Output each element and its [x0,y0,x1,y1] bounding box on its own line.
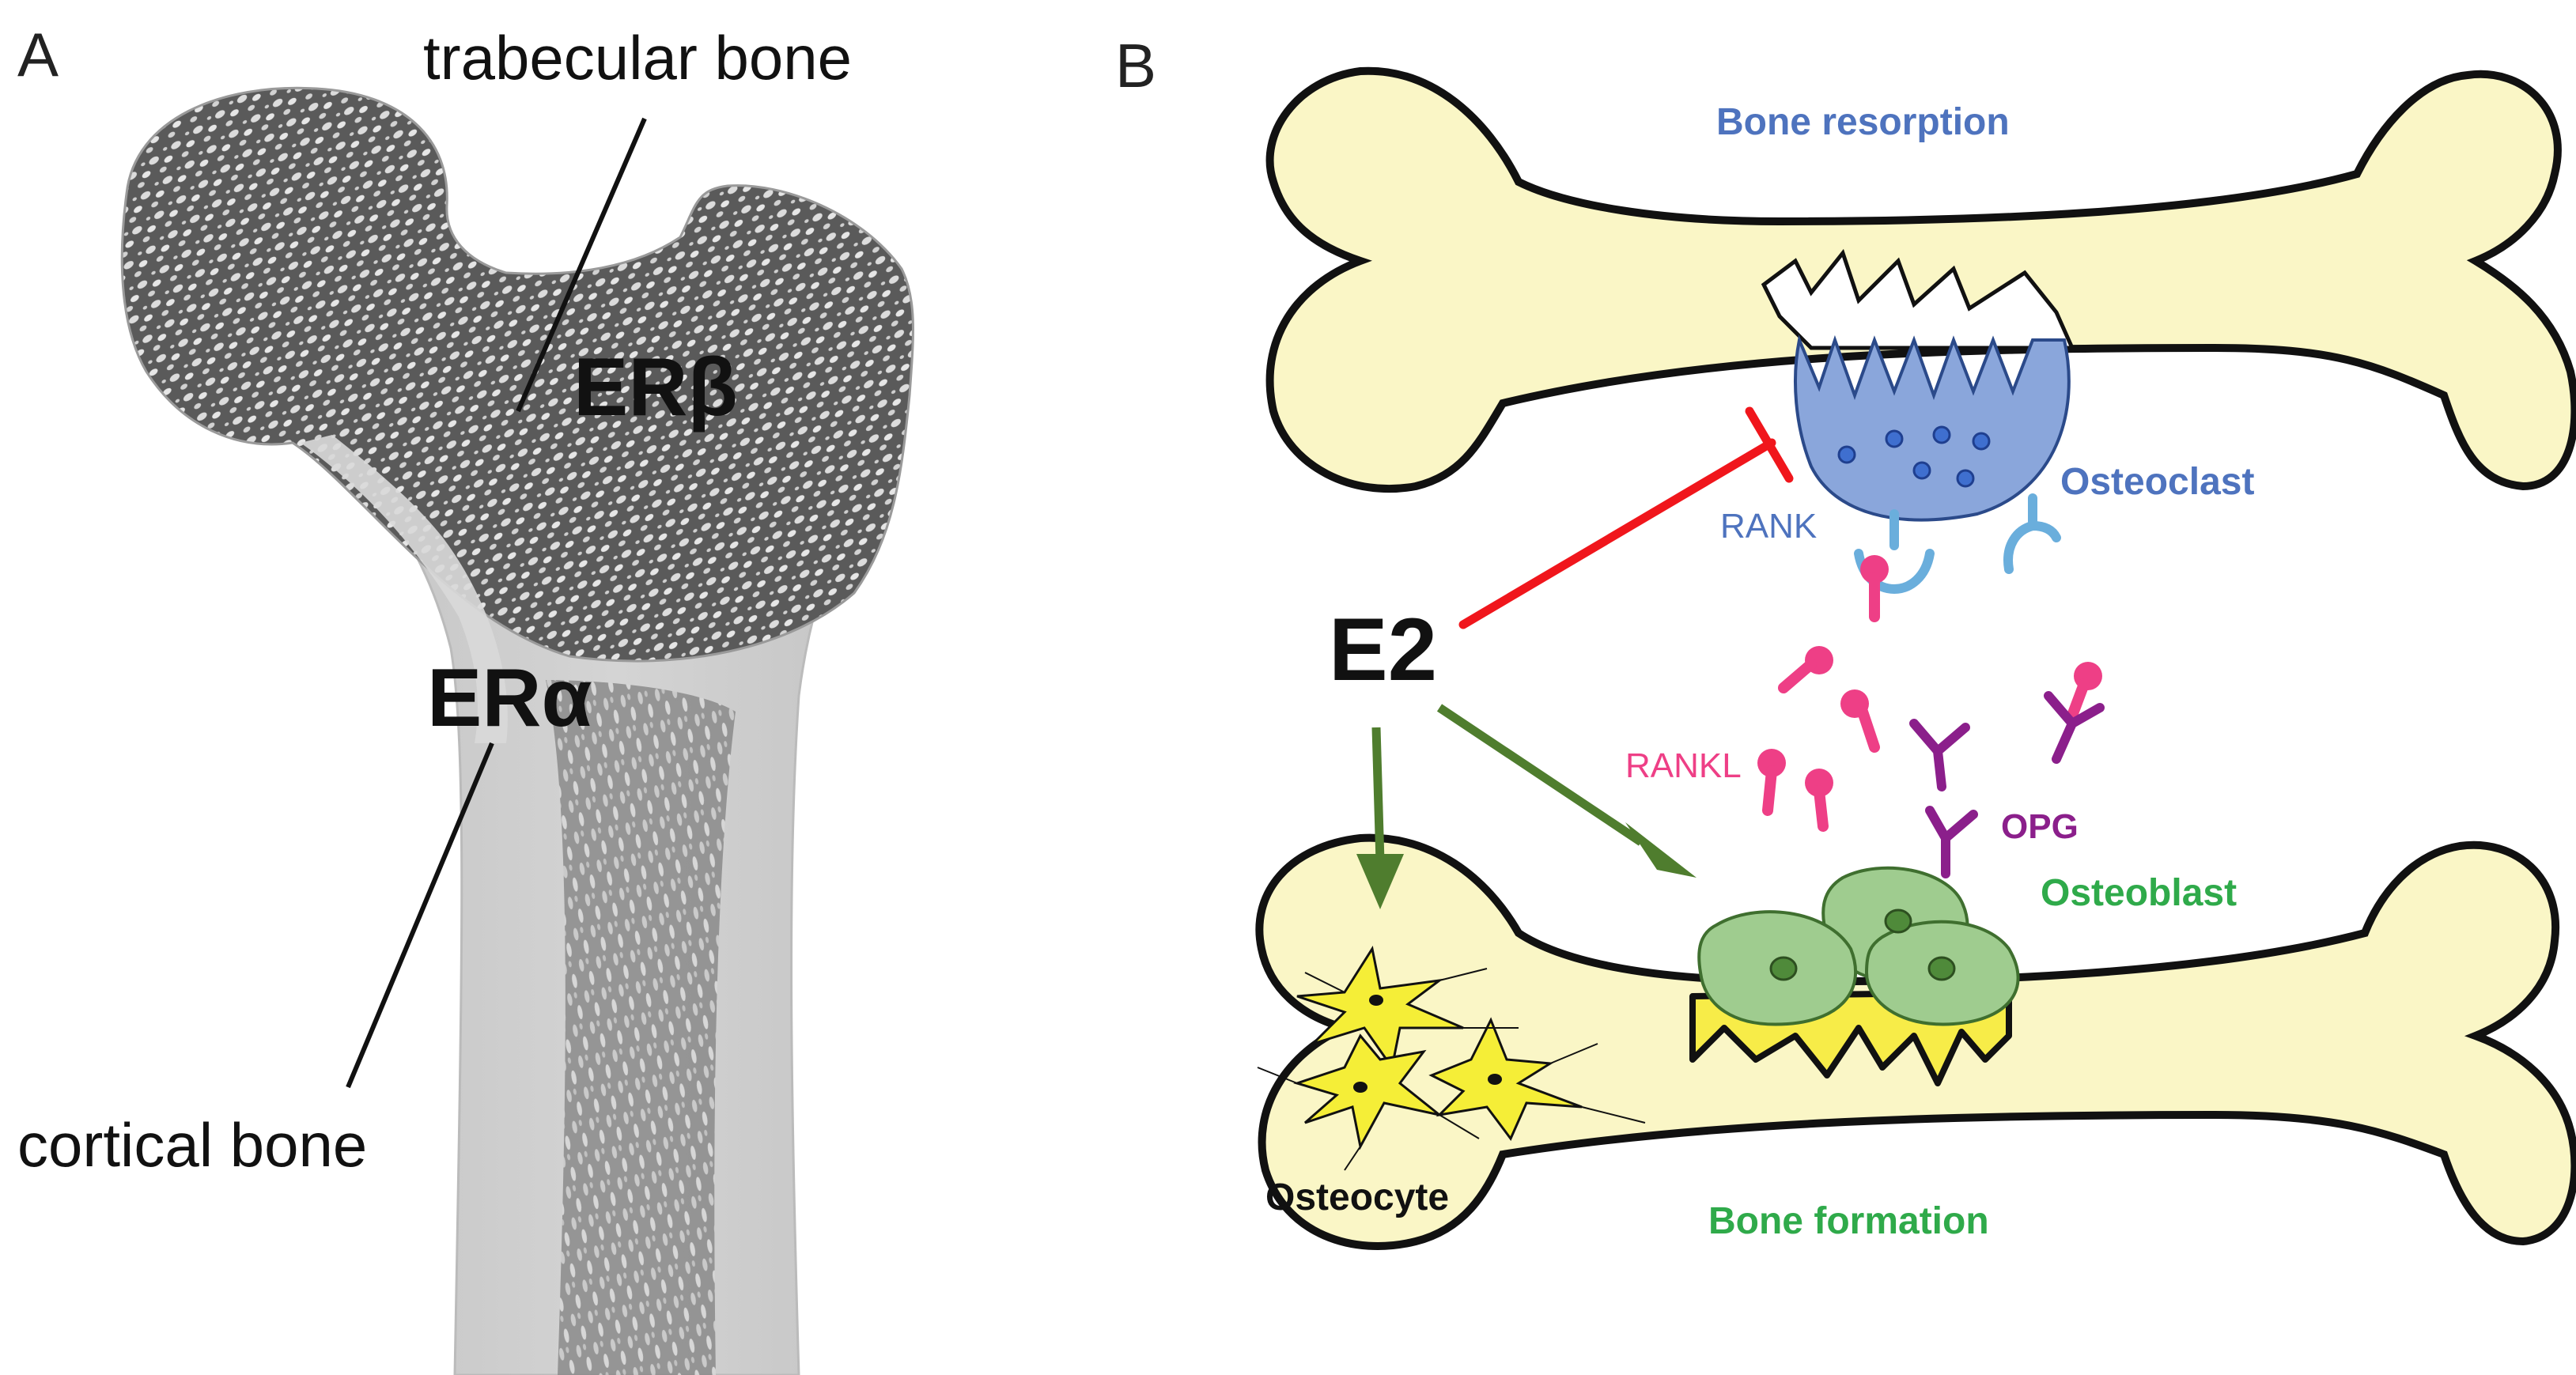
osteoblast-nucleus [1884,908,1912,934]
rankl-molecule [1778,646,1833,693]
arrow-to-osteocyte [1371,727,1385,863]
bone-resorption-label: Bone resorption [1716,101,2010,143]
rankl-molecule [1757,749,1786,816]
resorption-pit [1761,248,2075,350]
femur-medullary-region [546,680,736,1375]
panel-a-letter: A [17,20,59,89]
femur-image [120,86,914,1375]
opg-label: OPG [2001,807,2079,846]
osteocyte-nucleus [1369,995,1383,1006]
osteoclast-cell [1794,334,2071,522]
osteoclast-nucleus [1912,461,1931,480]
osteoblast-label: Osteoblast [2041,872,2237,914]
panel-a: A trabecular bone cortical bone ERβ ERα [17,20,914,1375]
arrowhead-osteoblast [1625,822,1697,878]
e2-inhibits-osteoclast [1458,406,1794,629]
trabecular-bone-label: trabecular bone [423,23,852,93]
osteoclast-nucleus [1837,445,1856,464]
arrow-to-osteoblast [1436,704,1644,846]
opg-molecule [1925,806,1978,878]
rankl-ligands [1757,555,2102,832]
osteoclast-nucleus [1956,469,1975,488]
trabecular-leader-line [516,117,647,413]
bone-formation-label: Bone formation [1708,1200,1989,1242]
cortical-leader-line [346,742,494,1089]
opg-molecule [2044,691,2105,764]
opg-molecule [1909,719,1970,791]
er-alpha-label: ERα [427,652,592,744]
rankl-molecule [1840,689,1880,753]
osteocyte-process [1257,968,1646,1171]
rank-receptor [2003,493,2061,574]
osteocyte-nucleus [1488,1074,1502,1085]
osteoclast-nucleus [1932,425,1951,444]
osteocyte-label: Osteocyte [1265,1177,1449,1218]
opg-molecules [1909,691,2105,878]
osteoblast-nucleus [1927,956,1956,981]
osteoclast-nucleus [1972,432,1991,451]
arrowhead-osteocyte [1356,854,1404,909]
osteoclast-nucleus [1885,429,1904,448]
panel-b-letter: B [1115,31,1156,100]
osteocyte-nucleus [1353,1082,1367,1093]
rankl-molecule [2067,662,2102,721]
osteocyte-cluster [1257,946,1646,1171]
e2-arrows [1356,704,1697,909]
osteoblast-cluster [1697,866,2020,1026]
er-beta-label: ERβ [573,342,738,433]
rankl-label: RANKL [1625,746,1742,785]
rankl-molecule [1860,555,1889,622]
top-bone [1265,66,2576,493]
rankl-molecule [1805,769,1833,832]
e2-label: E2 [1329,600,1437,699]
osteoclast-label: Osteoclast [2060,461,2254,503]
femur-head [120,86,914,663]
rank-label: RANK [1720,507,1817,546]
femur-neck-cortex [301,435,508,743]
panel-b: B [1115,31,2576,1250]
osteoblast-nucleus [1769,956,1798,981]
cortical-bone-label: cortical bone [17,1110,367,1180]
